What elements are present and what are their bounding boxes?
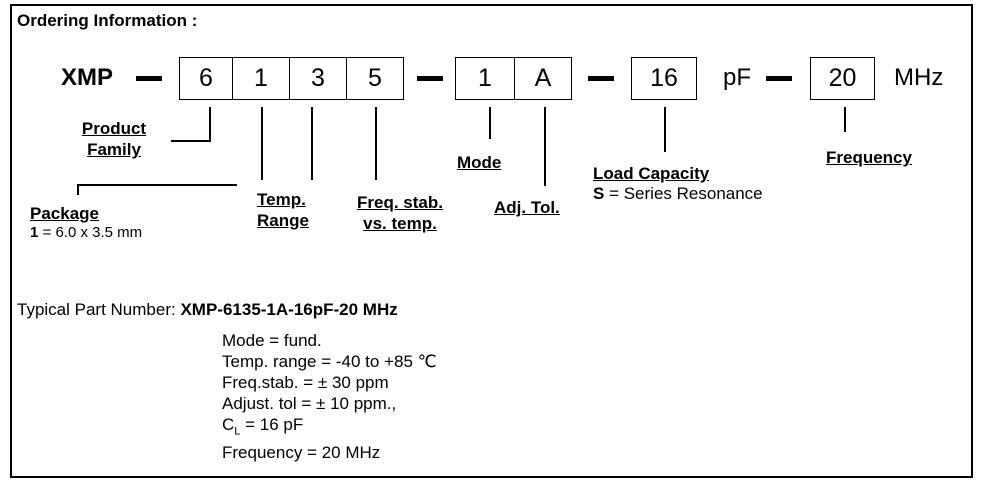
freq-stab-connector xyxy=(375,107,377,180)
product-family-label: Product Family xyxy=(81,119,147,159)
load-value-box: 16 xyxy=(631,57,697,100)
dash-4 xyxy=(766,76,792,81)
family-digit-3: 3 xyxy=(289,57,347,100)
example-line-temp: Temp. range = -40 to +85 ℃ xyxy=(222,352,437,371)
family-digit-4: 5 xyxy=(346,57,404,100)
typical-part-number: Typical Part Number: XMP-6135-1A-16pF-20… xyxy=(17,300,398,319)
package-label: Package xyxy=(30,204,99,223)
package-block: Package 1 = 6.0 x 3.5 mm xyxy=(30,203,142,241)
package-connector xyxy=(77,184,79,195)
example-line-cl: CL = 16 pF xyxy=(222,415,304,438)
load-capacity-connector xyxy=(664,107,666,152)
mode-label: Mode xyxy=(457,153,502,172)
example-line-mode: Mode = fund. xyxy=(222,331,322,350)
frequency-value-box: 20 xyxy=(810,57,875,100)
heading: Ordering Information : xyxy=(17,11,198,30)
load-capacity-block: Load Capacity S = Series Resonance xyxy=(593,163,763,204)
dash-3 xyxy=(588,76,614,81)
ordering-info-frame xyxy=(10,4,973,478)
family-digit-2: 1 xyxy=(232,57,290,100)
frequency-unit: MHz xyxy=(894,64,944,91)
adj-tol-connector xyxy=(544,107,546,186)
freq-stab-temp-connector xyxy=(311,107,313,180)
family-digit-1: 6 xyxy=(179,57,233,100)
product-family-connector xyxy=(209,107,211,141)
mode-digit-2: A xyxy=(514,57,572,100)
dash-1 xyxy=(136,76,162,81)
example-line-stab: Freq.stab. = ± 30 ppm xyxy=(222,373,389,392)
load-capacity-label: Load Capacity xyxy=(593,164,710,183)
frequency-label: Frequency xyxy=(826,148,912,167)
frequency-connector xyxy=(844,107,846,132)
example-details: Mode = fund. Temp. range = -40 to +85 ℃ … xyxy=(222,330,437,463)
package-connector-h xyxy=(77,184,237,186)
example-line-tol: Adjust. tol = ± 10 ppm., xyxy=(222,394,397,413)
load-unit: pF xyxy=(723,64,752,91)
package-note: 1 = 6.0 x 3.5 mm xyxy=(30,224,143,241)
load-capacity-note: S = Series Resonance xyxy=(593,184,763,203)
mode-connector xyxy=(489,107,491,139)
freq-stab-label: Freq. stab. vs. temp. xyxy=(357,193,443,233)
part-number-value: XMP-6135-1A-16pF-20 MHz xyxy=(180,300,398,319)
product-family-connector-h xyxy=(171,140,211,142)
code-prefix: XMP xyxy=(61,64,114,91)
mode-digit-1: 1 xyxy=(455,57,515,100)
temp-range-connector xyxy=(261,107,263,180)
example-line-frequency: Frequency = 20 MHz xyxy=(222,443,381,463)
dash-2 xyxy=(417,76,443,81)
temp-range-label: Temp. Range xyxy=(257,190,309,230)
adj-tol-label: Adj. Tol. xyxy=(494,198,560,217)
